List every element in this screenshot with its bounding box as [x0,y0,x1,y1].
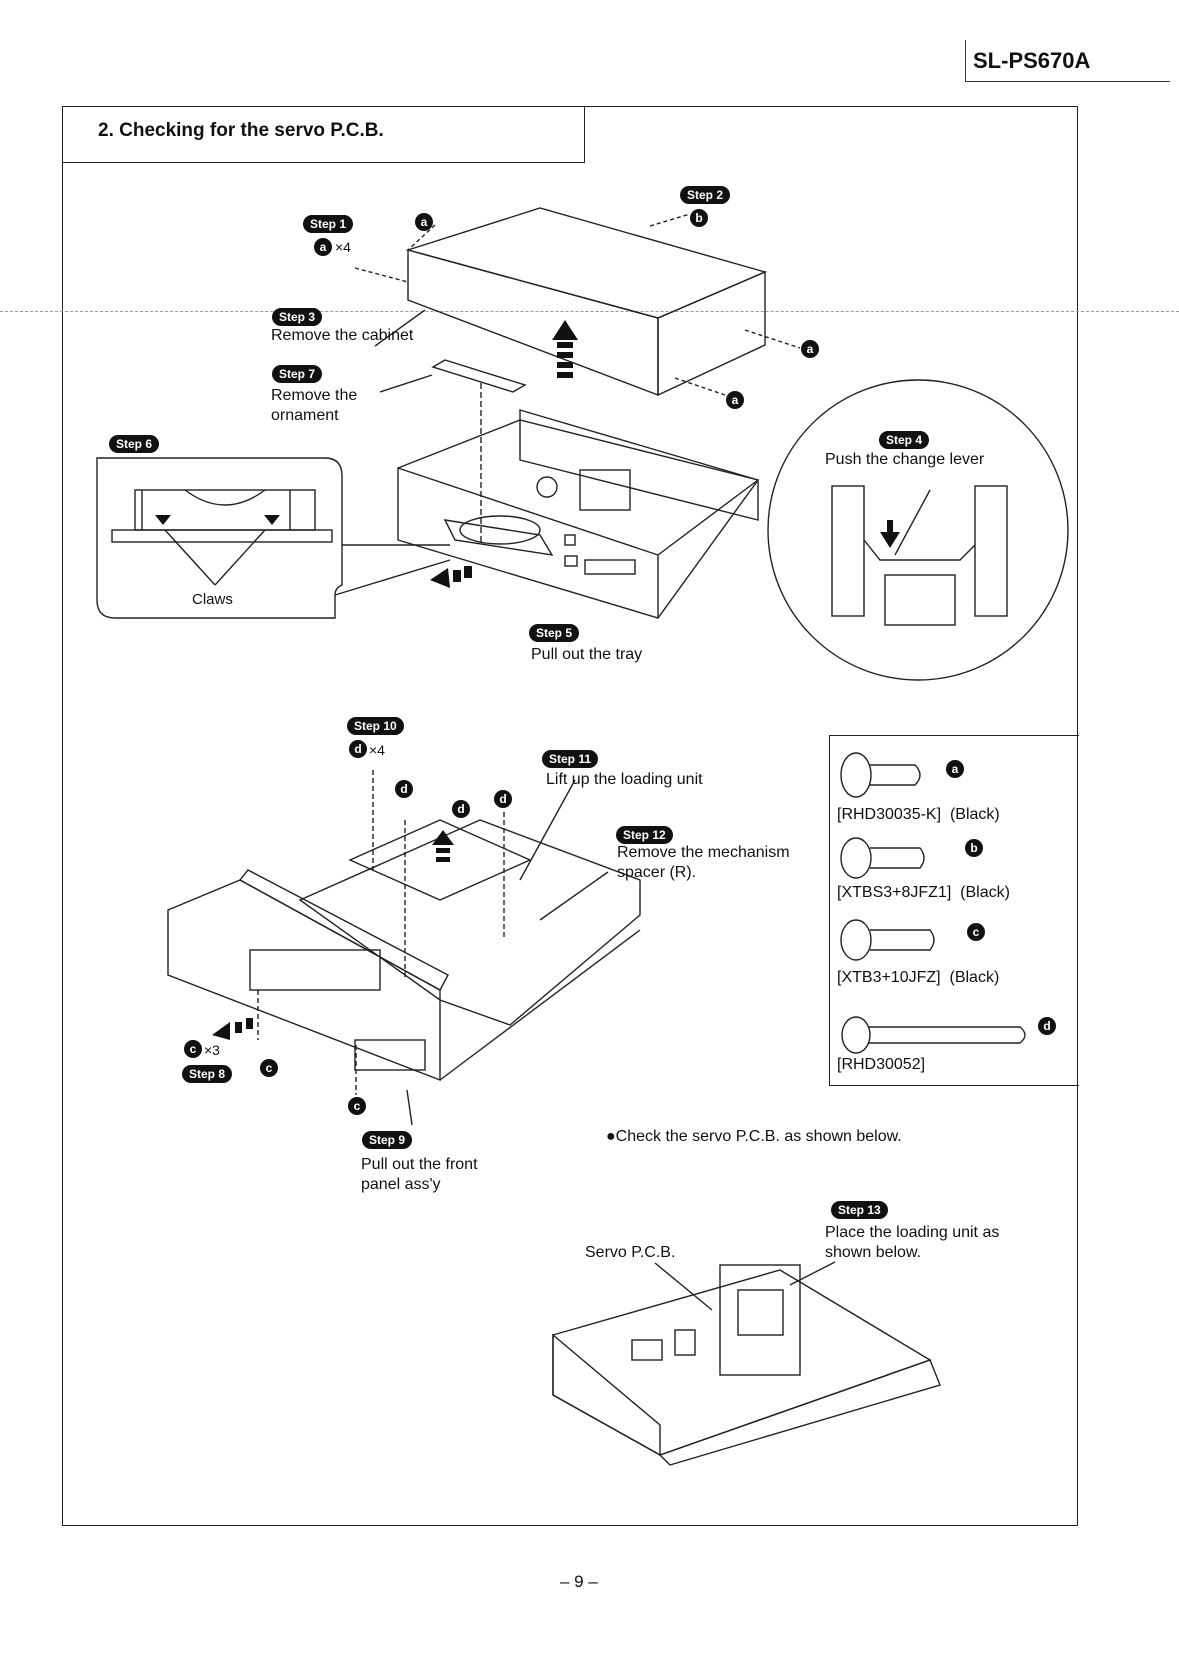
header-underline [965,81,1170,82]
step-3-badge: Step 3 [272,308,323,326]
part-color: (Black) [949,806,1000,823]
part-mark-d: d [1038,1017,1056,1035]
remove-mech-label-1: Remove the mechanism [617,844,790,861]
pull-front-label-1: Pull out the front [361,1156,478,1173]
screw-marker-d: d [349,740,367,758]
part-code: [RHD30052] [837,1056,926,1073]
screw-marker-a: a [314,238,332,256]
part-mark-c: c [967,923,985,941]
part-code-a: [RHD30035-K] (Black) [837,806,1000,824]
remove-mech-label-2: spacer (R). [617,864,697,881]
part-code: [XTBS3+8JFZ1] [837,884,952,901]
ornament-drawing [379,359,527,545]
screw-a-count: ×4 [335,239,351,255]
part-code: [RHD30035-K] [837,806,942,823]
remove-cabinet-label: Remove the cabinet [271,327,414,344]
step-4-badge: Step 4 [879,431,930,449]
part-code: [XTB3+10JFZ] [837,969,941,986]
step-6-badge: Step 6 [109,435,160,453]
remove-ornament-label-1: Remove the [271,387,358,404]
loading-unit-drawing [167,770,641,1126]
step-10-badge: Step 10 [347,717,404,735]
model-number: SL-PS670A [973,48,1091,73]
header-divider [965,40,966,82]
part-code-b: [XTBS3+8JFZ1] (Black) [837,884,1010,902]
screw-marker-c: c [184,1040,202,1058]
place-loading-label-2: shown below. [825,1244,922,1261]
part-code-d: [RHD30052] [837,1056,925,1074]
step-11-badge: Step 11 [542,750,599,768]
step-7-badge: Step 7 [272,365,323,383]
screw-c-count: ×3 [204,1042,220,1058]
step-13-badge: Step 13 [831,1201,888,1219]
screw-marker-a: a [415,213,433,231]
screw-marker-a: a [726,391,744,409]
step-12-badge: Step 12 [616,826,673,844]
screw-marker-c: c [348,1097,366,1115]
servo-pcb-drawing [552,1261,941,1466]
step-9-badge: Step 9 [362,1131,413,1149]
screw-marker-a: a [801,340,819,358]
part-mark-b: b [965,839,983,857]
screw-parts-legend [829,735,1079,1086]
part-color: (Black) [960,884,1010,901]
screw-d-count: ×4 [369,742,385,758]
push-lever-label: Push the change lever [825,451,985,468]
change-lever-inset [767,379,1069,681]
step-8-badge: Step 8 [182,1065,233,1083]
title-box [62,106,585,163]
part-color: (Black) [949,969,1000,986]
lower-arrows [212,830,454,1040]
screw-marker-d: d [395,780,413,798]
section-title: 2. Checking for the servo P.C.B. [98,120,384,141]
step-2-badge: Step 2 [680,186,731,204]
claws-inset [96,457,451,619]
remove-ornament-label-2: ornament [271,407,339,424]
step-1-badge: Step 1 [303,215,354,233]
pull-tray-label: Pull out the tray [531,646,643,663]
screw-marker-c: c [260,1059,278,1077]
screw-drawings [840,752,1026,1054]
check-servo-note: ●Check the servo P.C.B. as shown below. [606,1128,902,1145]
place-loading-label-1: Place the loading unit as [825,1224,1000,1241]
cd-player-drawing [397,409,760,619]
screw-marker-d: d [494,790,512,808]
screw-marker-b: b [690,209,708,227]
cabinet-drawing [354,207,801,397]
tray-arrow [430,566,472,588]
servo-pcb-label: Servo P.C.B. [585,1244,676,1261]
part-code-c: [XTB3+10JFZ] (Black) [837,969,999,987]
lift-arrow [552,320,578,378]
claws-label: Claws [192,591,233,608]
screw-marker-d: d [452,800,470,818]
part-mark-a: a [946,760,964,778]
lift-loading-label: Lift up the loading unit [546,771,703,788]
fold-line [0,311,1179,312]
content-frame [62,106,1078,1526]
step-5-badge: Step 5 [529,624,580,642]
pull-front-label-2: panel ass'y [361,1176,441,1193]
page-number: – 9 – [560,1572,598,1591]
